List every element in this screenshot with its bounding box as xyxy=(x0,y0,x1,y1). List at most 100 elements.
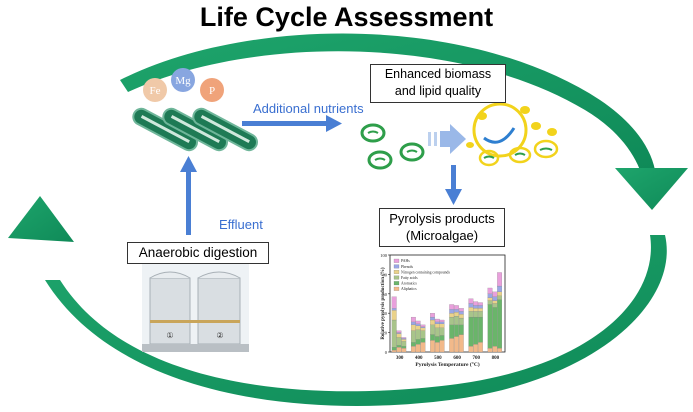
bar-segment xyxy=(401,339,407,342)
y-tick-label: 60 xyxy=(383,292,388,297)
svg-text:②: ② xyxy=(216,331,223,340)
legend-label: Phenols xyxy=(401,265,414,269)
svg-text:Fe: Fe xyxy=(150,85,161,97)
y-tick-label: 100 xyxy=(380,253,388,258)
bar-segment xyxy=(458,308,464,312)
bar-segment xyxy=(401,341,407,347)
svg-text:P: P xyxy=(209,85,215,97)
bar-segment xyxy=(497,291,502,296)
bar-segment xyxy=(492,303,498,308)
bar-segment xyxy=(487,304,493,349)
bar-segment xyxy=(434,323,440,328)
bar-segment xyxy=(415,329,421,340)
anaerobic-label: Anaerobic digestion xyxy=(138,245,258,260)
bar-segment xyxy=(468,307,474,312)
legend-swatch xyxy=(393,275,400,280)
bar-segment xyxy=(396,333,402,338)
y-tick-label: 20 xyxy=(383,331,388,336)
anaerobic-digestion-box: Anaerobic digestion xyxy=(127,242,269,264)
legend-label: Fatty acids xyxy=(401,276,418,280)
arrow-effluent xyxy=(180,156,197,235)
pyrolysis-line-1: Pyrolysis products xyxy=(389,211,495,226)
bar-segment xyxy=(396,330,402,333)
svg-text:Mg: Mg xyxy=(175,75,191,87)
bar-segment xyxy=(420,342,426,353)
bar-segment xyxy=(430,316,435,321)
bar-segment xyxy=(497,272,502,287)
bar-segment xyxy=(420,330,426,339)
legend-swatch xyxy=(393,264,400,269)
bar-segment xyxy=(468,303,474,308)
bar-segment xyxy=(497,295,502,300)
bar-segment xyxy=(497,299,502,349)
bar-segment xyxy=(478,302,483,306)
legend-label: Nitrogen containing compounds xyxy=(401,270,450,274)
bar-segment xyxy=(415,323,421,326)
effluent-label: Effluent xyxy=(219,217,263,232)
bar-segment xyxy=(497,285,502,292)
bar-segment xyxy=(415,325,421,330)
enhanced-biomass-box: Enhanced biomass and lipid quality xyxy=(370,64,506,103)
bar-segment xyxy=(487,300,493,305)
bar-segment xyxy=(420,326,426,328)
bar-segment xyxy=(401,348,407,353)
x-axis-label: Pyrolysis Temperature (°C) xyxy=(415,361,479,368)
bar-segment xyxy=(439,335,445,341)
legend-label: PAHs xyxy=(401,259,410,263)
bar-segment xyxy=(430,340,435,353)
bar-segment xyxy=(410,330,416,343)
bar-segment xyxy=(478,342,483,353)
arrow-additional-nutrients xyxy=(242,115,342,132)
bar-segment xyxy=(439,319,445,323)
legend-swatch xyxy=(393,281,400,286)
x-tick-label: 500 xyxy=(434,356,442,361)
digester-tanks: ① ② xyxy=(142,262,249,352)
bar-segment xyxy=(458,311,464,315)
bar-segment xyxy=(458,334,464,353)
x-tick-label: 600 xyxy=(453,356,461,361)
bar-segment xyxy=(415,344,421,353)
bar-segment xyxy=(454,316,459,325)
enhanced-cells xyxy=(466,102,559,167)
bar-segment xyxy=(410,316,416,323)
x-tick-label: 800 xyxy=(492,356,500,361)
bar-segment xyxy=(468,311,474,318)
bar-segment xyxy=(449,313,455,318)
bar-segment xyxy=(449,338,455,353)
svg-text:①: ① xyxy=(166,331,173,340)
bar-segment xyxy=(487,297,493,301)
bar-segment xyxy=(492,300,498,304)
bar-segment xyxy=(391,310,397,321)
bar-segment xyxy=(492,291,498,297)
cycle-arrowhead-right xyxy=(615,168,688,210)
bar-segment xyxy=(492,307,498,347)
bar-segment xyxy=(439,321,445,324)
additional-nutrients-label: Additional nutrients xyxy=(253,101,364,116)
bar-segment xyxy=(396,347,402,353)
bar-segment xyxy=(434,327,440,337)
bar-segment xyxy=(391,296,397,309)
bar-segment xyxy=(415,320,421,324)
enhanced-line-1: Enhanced biomass xyxy=(384,67,492,81)
raceway-ponds xyxy=(132,107,258,152)
cycle-arrow-top xyxy=(120,33,655,170)
page-title: Life Cycle Assessment xyxy=(199,2,494,32)
bar-segment xyxy=(449,309,455,314)
bar-segment xyxy=(454,305,459,310)
arrow-to-pyrolysis xyxy=(445,165,462,205)
legend-label: Aromatics xyxy=(401,282,417,286)
pyrolysis-products-box: Pyrolysis products (Microalgae) xyxy=(379,208,505,247)
bar-segment xyxy=(391,347,397,351)
bar-segment xyxy=(473,316,479,345)
bar-segment xyxy=(401,338,407,340)
bar-segment xyxy=(420,327,426,331)
y-axis-label: Relative pyrolysis production (%) xyxy=(381,267,386,340)
bar-segment xyxy=(473,301,479,306)
bar-segment xyxy=(410,324,416,331)
bar-segment xyxy=(478,316,483,343)
y-tick-label: 80 xyxy=(383,272,388,277)
bar-segment xyxy=(396,337,402,346)
bar-segment xyxy=(468,298,474,304)
